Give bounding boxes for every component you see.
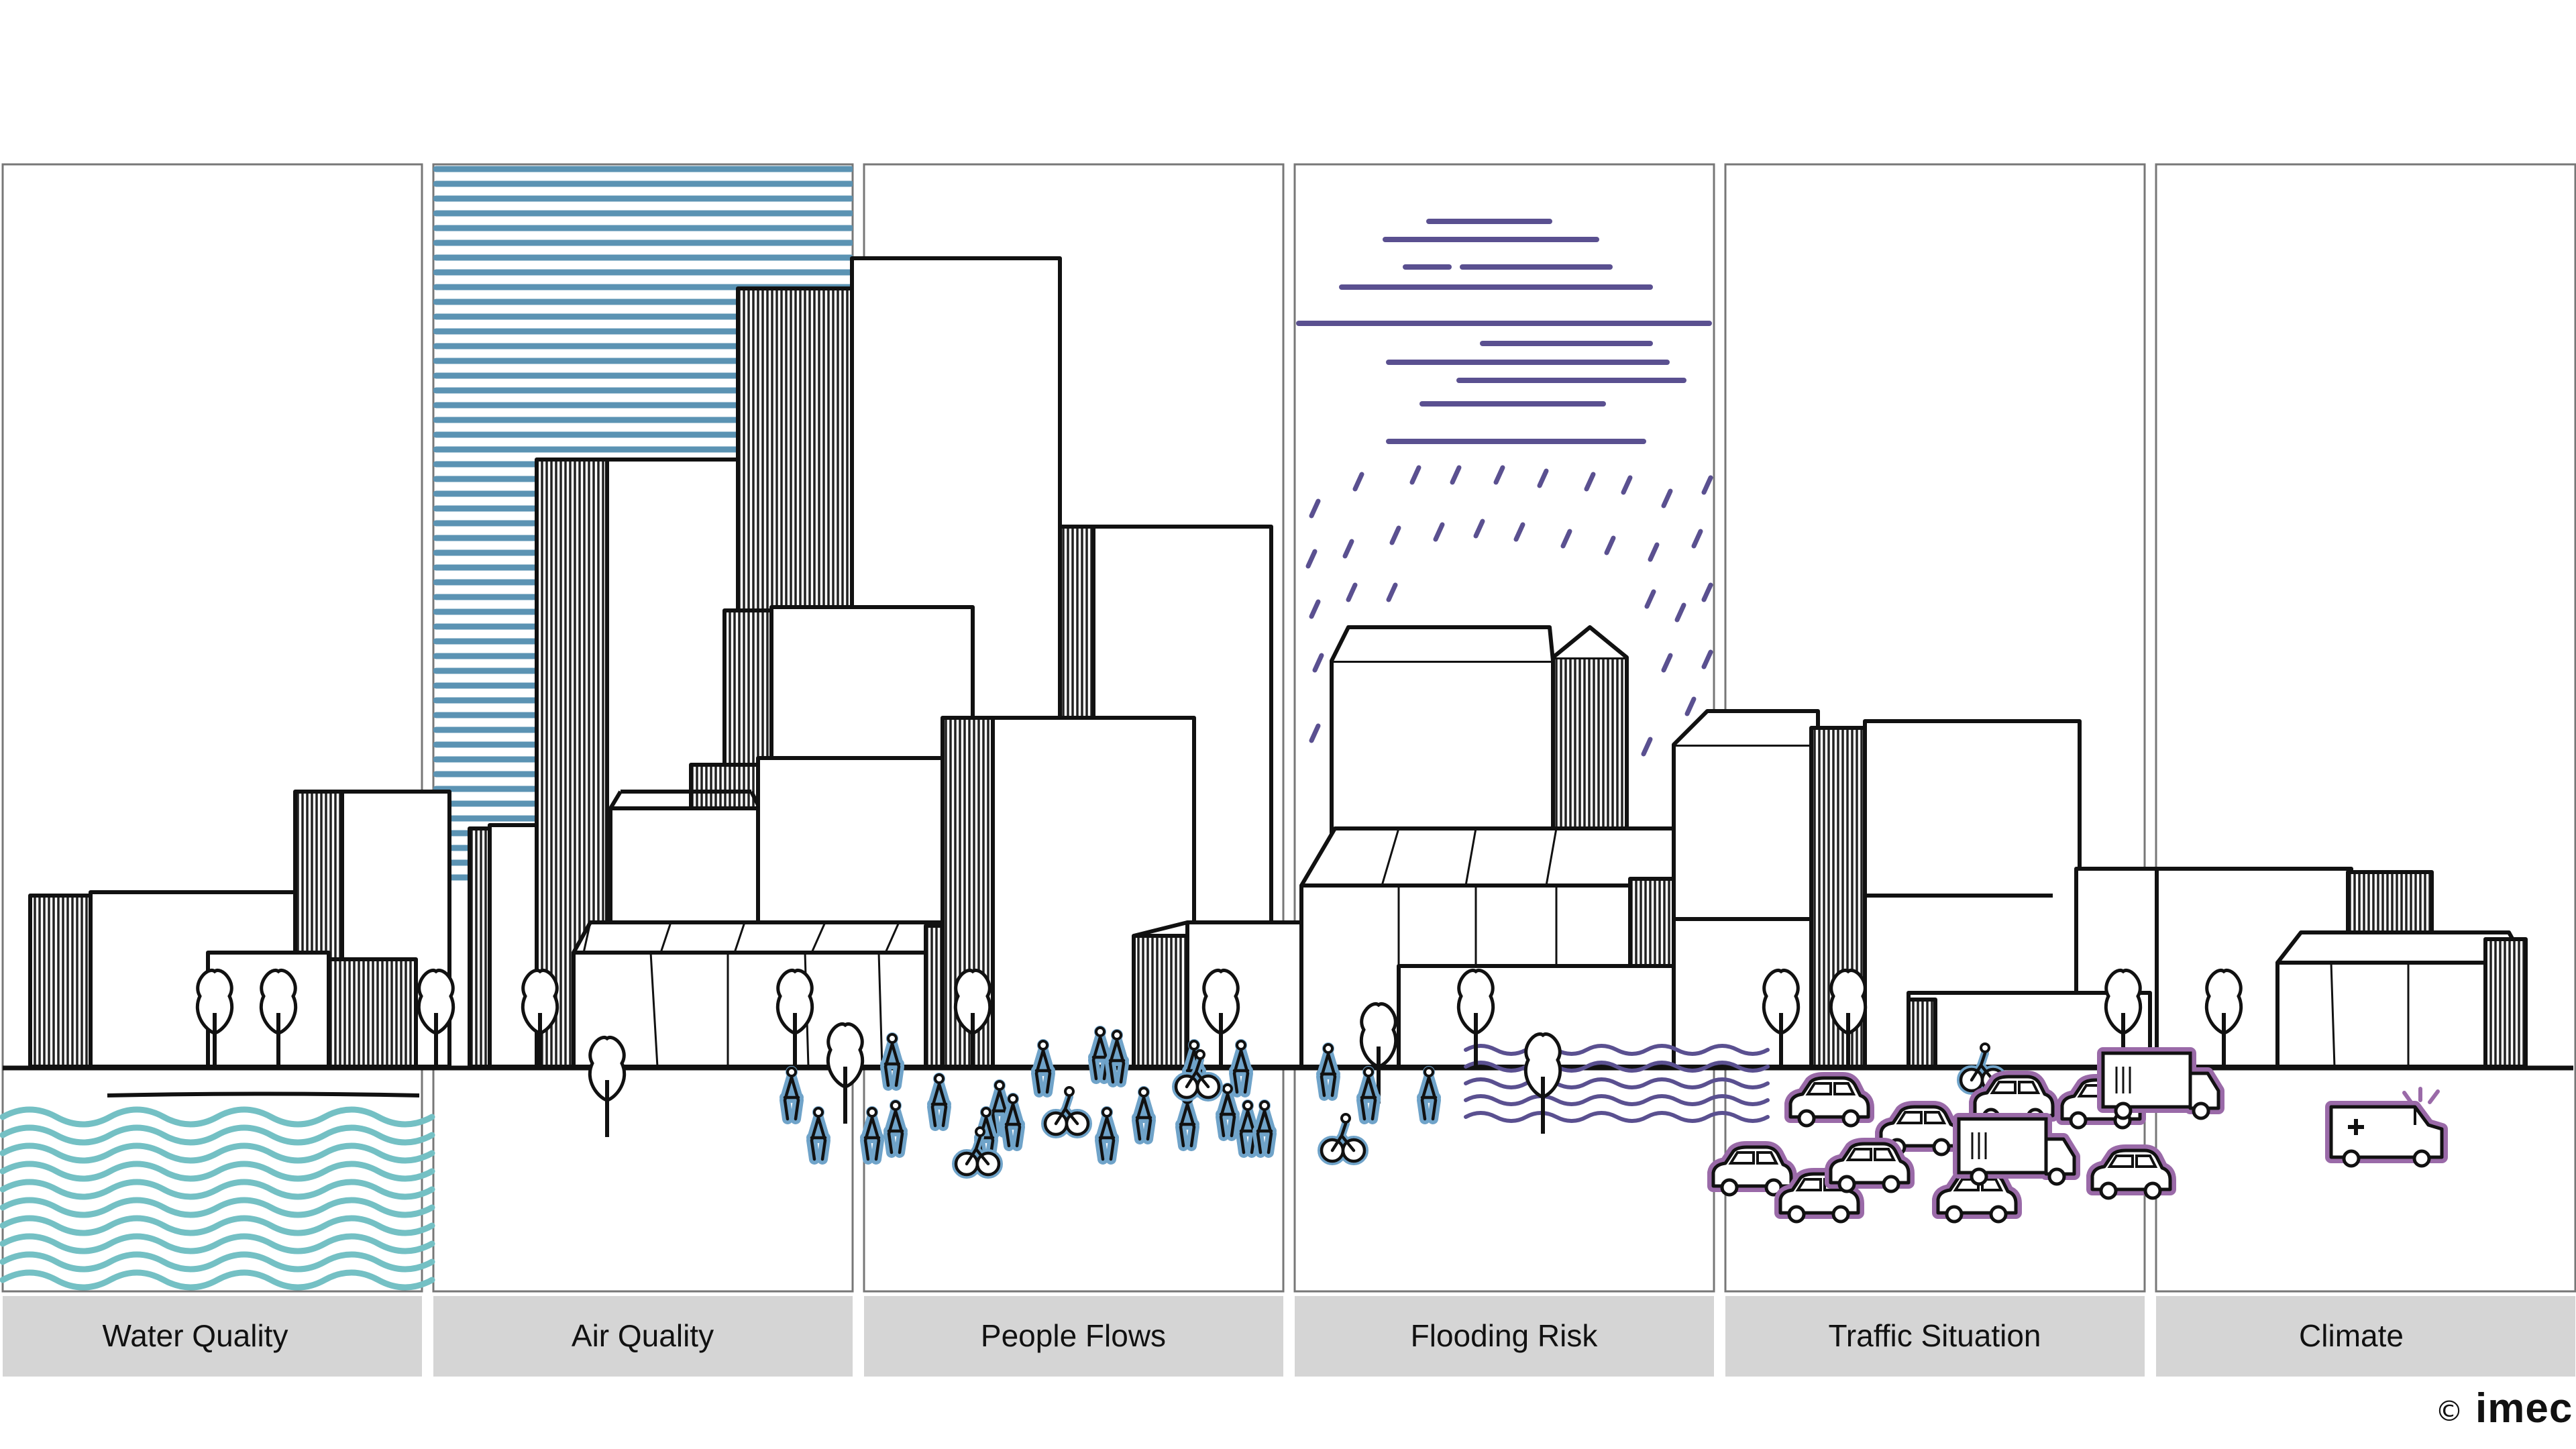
pedestrian-icon (1100, 1106, 1114, 1159)
wave-icon (0, 1091, 435, 1291)
pedestrian-icon (1258, 1099, 1271, 1152)
pedestrian-icon (1422, 1066, 1436, 1119)
pedestrian-icon (885, 1032, 899, 1085)
raindrop (1684, 696, 1697, 716)
raindrop (1560, 529, 1572, 549)
raindrop (1584, 472, 1596, 492)
label-bar (433, 1296, 853, 1377)
raindrop (1352, 472, 1364, 492)
raindrop (1661, 488, 1673, 508)
rain-icon (1305, 465, 1713, 757)
raindrop (1701, 649, 1713, 669)
car-icon (1790, 1078, 1868, 1126)
pedestrian-icon (1241, 1099, 1254, 1152)
raindrop (1648, 542, 1660, 562)
raindrop (1621, 475, 1633, 495)
pedestrian-icon (889, 1099, 902, 1152)
pedestrian-icon (1322, 1042, 1335, 1095)
city-skyline (28, 256, 2528, 1069)
raindrop (1312, 653, 1324, 673)
car-icon (2092, 1150, 2170, 1198)
pedestrian-icon (932, 1073, 946, 1126)
copyright-symbol: © (2435, 1395, 2463, 1428)
label-bar (1295, 1296, 1714, 1377)
raindrop (1309, 599, 1321, 619)
label-bar (2156, 1296, 2575, 1377)
raindrop (1473, 519, 1485, 539)
label-flooding-risk: Flooding Risk (1411, 1318, 1599, 1353)
imec-logo: © imec (2435, 1385, 2573, 1432)
raindrop (1309, 498, 1321, 519)
pedestrian-icon (812, 1106, 825, 1159)
label-traffic-situation: Traffic Situation (1828, 1318, 2041, 1353)
label-water-quality: Water Quality (103, 1318, 288, 1353)
raindrop (1644, 589, 1656, 609)
pedestrian-icon (1006, 1093, 1020, 1146)
pedestrian-icon (1036, 1039, 1050, 1092)
panel-labels: Water Quality Air Quality People Flows F… (3, 1296, 2575, 1377)
pedestrian-icon (1093, 1026, 1107, 1079)
pedestrian-icon (1234, 1039, 1248, 1092)
pedestrian-icon (1221, 1083, 1234, 1136)
raindrop (1691, 529, 1703, 549)
pedestrian-icon (785, 1066, 798, 1119)
car-icon (1713, 1147, 1791, 1195)
pedestrian-icon (1362, 1066, 1375, 1119)
raindrop (1701, 582, 1713, 602)
label-air-quality: Air Quality (572, 1318, 714, 1353)
raindrop (1386, 582, 1398, 602)
raindrop (1309, 723, 1321, 743)
pedestrian-icon (1110, 1029, 1124, 1082)
raindrop (1305, 549, 1318, 569)
label-climate: Climate (2299, 1318, 2404, 1353)
logo-text: imec (2475, 1385, 2573, 1432)
raindrop (1513, 522, 1525, 542)
raindrop (1389, 525, 1401, 545)
raindrop (1346, 582, 1358, 602)
cloud-icon (1296, 219, 1712, 444)
flood-water (1464, 1044, 1770, 1123)
pedestrian-icon (865, 1106, 879, 1159)
raindrop (1493, 465, 1505, 485)
raindrop (1604, 535, 1616, 555)
raindrop (1409, 465, 1421, 485)
raindrop (1342, 539, 1354, 559)
raindrop (1701, 475, 1713, 495)
raindrop (1433, 522, 1445, 542)
raindrop (1661, 653, 1673, 673)
car-icon (1831, 1144, 1909, 1191)
label-bar (864, 1296, 1283, 1377)
raindrop (1537, 468, 1549, 488)
ambulance-icon (2325, 1087, 2448, 1168)
pedestrian-icon (1137, 1086, 1150, 1139)
raindrop (1641, 737, 1653, 757)
raindrop (1450, 465, 1462, 485)
label-bar (1725, 1296, 2145, 1377)
raindrop (1674, 602, 1686, 623)
label-bar (3, 1296, 422, 1377)
label-people-flows: People Flows (981, 1318, 1166, 1353)
